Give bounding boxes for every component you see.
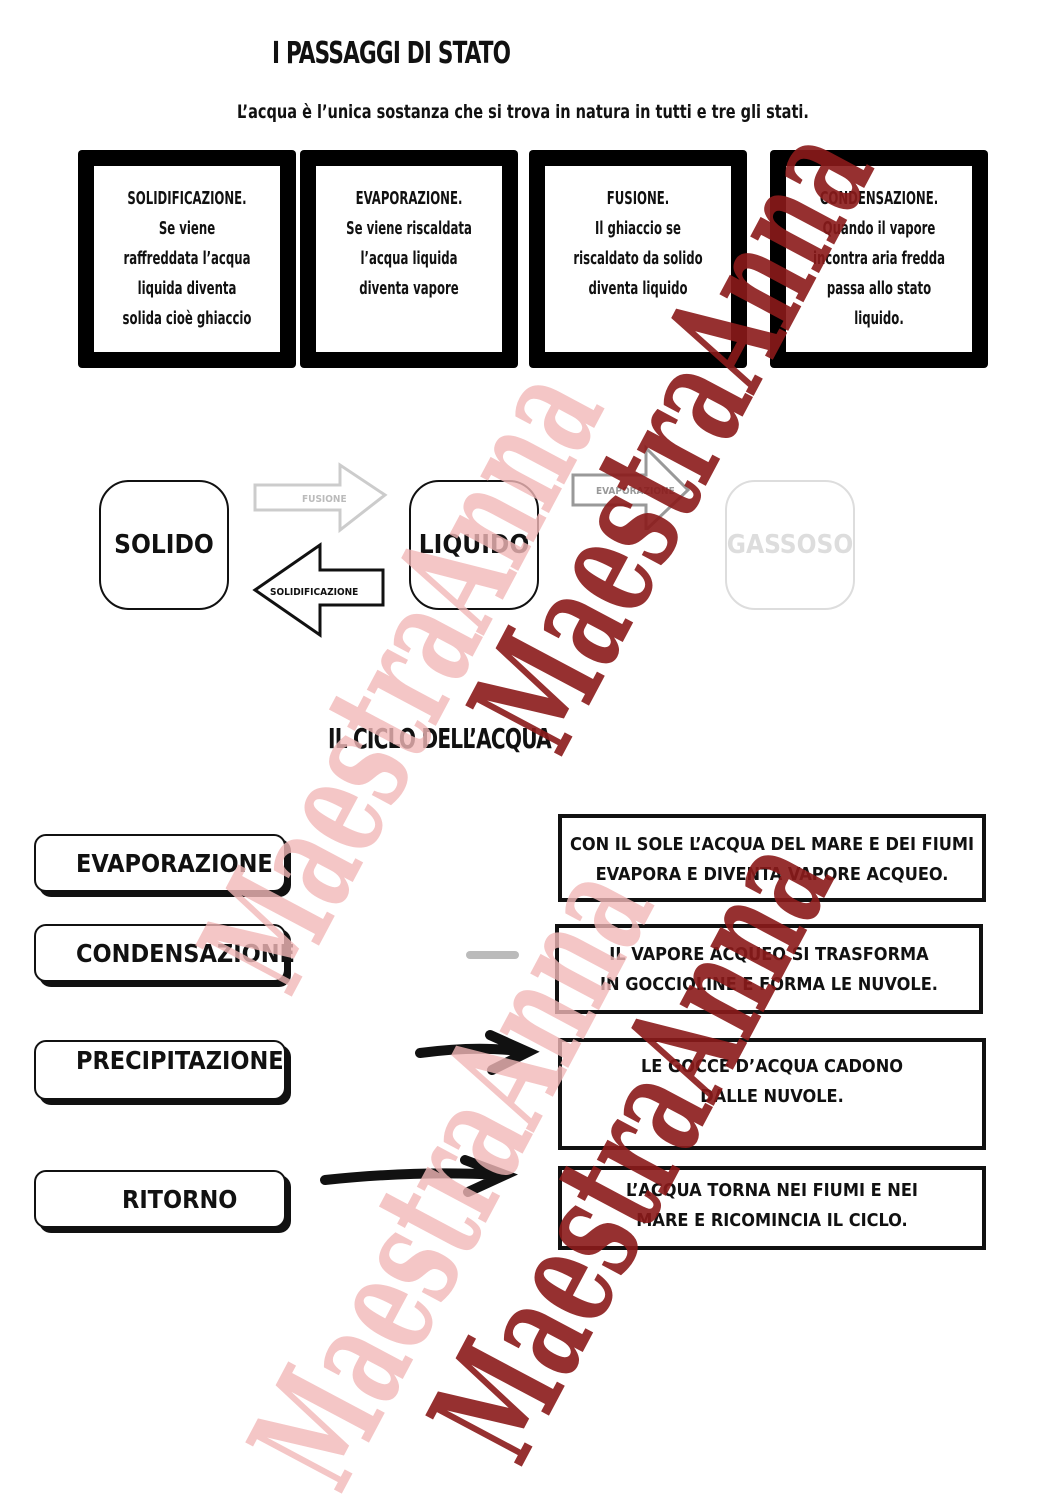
page-subtitle: L’acqua è l’unica sostanza che si trova …	[237, 101, 809, 123]
card-title: EVAPORAZIONE.	[355, 188, 463, 209]
arrow-right-icon	[571, 444, 691, 530]
arrow-fusion-label: FUSIONE	[302, 494, 347, 505]
card-solidification: SOLIDIFICAZIONE. Se viene raffreddata l’a…	[78, 150, 296, 368]
card-condensation: CONDENSAZIONE. Quando il vapore incontra …	[770, 150, 988, 368]
step-label-evaporation: EVAPORAZIONE	[34, 834, 286, 892]
arrow-icon	[320, 1155, 518, 1197]
card-text: Quando il vapore incontra aria fredda pa…	[812, 218, 946, 329]
step-desc-condensation: IL VAPORE ACQUEO SI TRASFORMA IN GOCCIOL…	[555, 924, 983, 1014]
card-text: Se viene raffreddata l’acqua liquida div…	[122, 218, 252, 329]
card-title: FUSIONE.	[606, 188, 670, 209]
card-title: SOLIDIFICAZIONE.	[127, 188, 247, 209]
card-text: Il ghiaccio se riscaldato da solido dive…	[573, 218, 703, 299]
diagram-arrows: FUSIONE SOLIDIFICAZIONE	[252, 462, 388, 638]
card-title: CONDENSAZIONE.	[819, 188, 939, 209]
cycle-title: IL CICLO DELL’ACQUA	[328, 722, 552, 755]
state-solid: SOLIDO	[99, 480, 229, 610]
page-title: I PASSAGGI DI STATO	[272, 36, 511, 71]
step-label-precipitation: PRECIPITAZIONE	[34, 1040, 286, 1100]
step-label-condensation: CONDENSAZIONE	[34, 924, 295, 982]
arrow-evaporation-label: EVAPORAZIONE	[596, 486, 675, 497]
cycle-arrows	[320, 951, 540, 1197]
state-liquid: LIQUIDO	[409, 480, 539, 610]
card-fusion: FUSIONE. Il ghiaccio se riscaldato da sol…	[529, 150, 747, 368]
step-desc-return: L’ACQUA TORNA NEI FIUMI E NEI MARE E RIC…	[558, 1166, 986, 1250]
state-gas: GASSOSO	[725, 480, 855, 610]
arrow-solidification-label: SOLIDIFICAZIONE	[270, 587, 358, 598]
card-text: Se viene riscaldata l’acqua liquida dive…	[346, 218, 472, 299]
arrow-right-icon	[253, 462, 388, 534]
card-evaporation: EVAPORAZIONE. Se viene riscaldata l’acqua…	[300, 150, 518, 368]
step-label-return: RITORNO	[34, 1170, 286, 1228]
step-desc-precipitation: LE GOCCE D’ACQUA CADONO DALLE NUVOLE.	[558, 1038, 986, 1150]
arrow-icon	[415, 1030, 540, 1075]
arrow-evaporation: EVAPORAZIONE	[571, 444, 691, 530]
arrow-left-icon	[252, 542, 385, 638]
step-desc-evaporation: CON IL SOLE L’ACQUA DEL MARE E DEI FIUMI…	[558, 814, 986, 902]
